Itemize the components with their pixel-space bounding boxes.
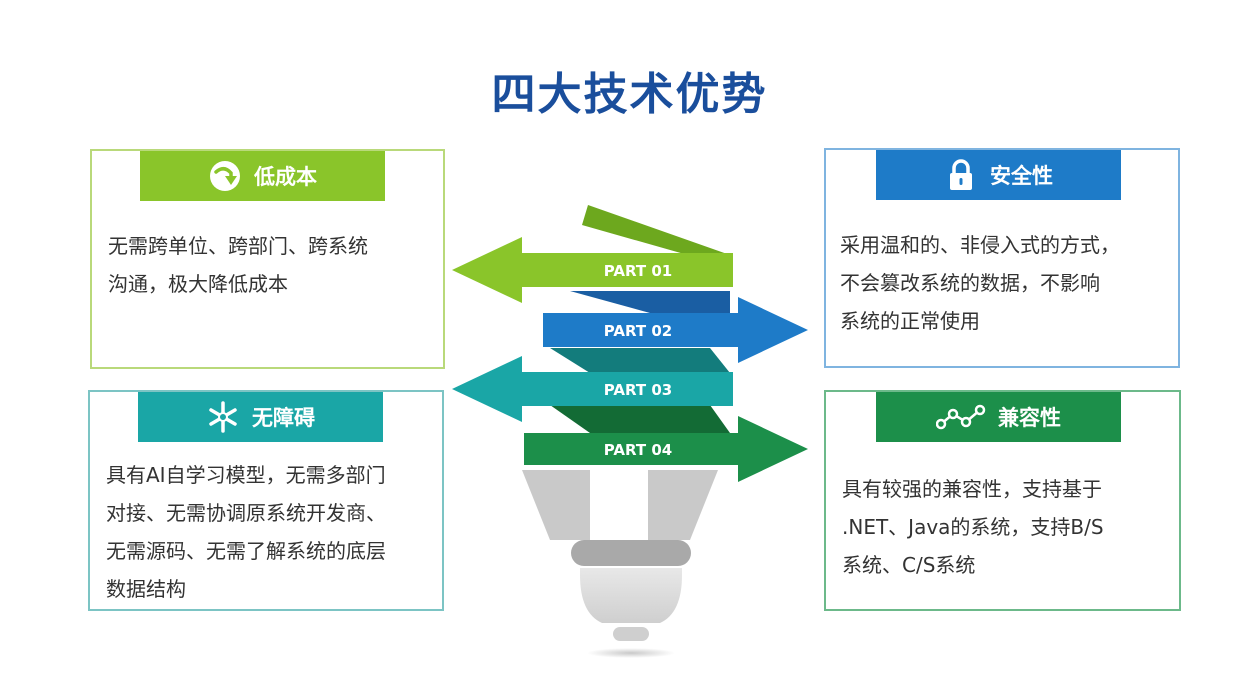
card-no-barrier-line: 数据结构 xyxy=(106,577,186,601)
card-security: 安全性 采用温和的、非侵入式的方式， 不会篡改系统的数据，不影响 系统的正常使用 xyxy=(824,148,1180,368)
card-compatibility-line: 系统、C/S系统 xyxy=(842,553,976,577)
card-low-cost: 低成本 无需跨单位、跨部门、跨系统 沟通，极大降低成本 xyxy=(90,149,445,369)
card-compatibility-text: 具有较强的兼容性，支持基于 .NET、Java的系统，支持B/S 系统、C/S系… xyxy=(842,470,1104,584)
part-03-label: PART 03 xyxy=(604,381,672,399)
part-01-arrow xyxy=(452,237,733,303)
card-low-cost-heading: 低成本 xyxy=(254,165,317,189)
card-low-cost-line: 沟通，极大降低成本 xyxy=(108,272,288,296)
bulb-tip xyxy=(613,627,649,641)
ribbon-3-4 xyxy=(550,405,730,433)
curved-arrow-icon xyxy=(208,159,242,193)
bulb-neck-right xyxy=(648,470,718,540)
card-low-cost-header: 低成本 xyxy=(140,151,385,201)
part-02-arrow xyxy=(543,297,808,363)
part-02-label: PART 02 xyxy=(604,322,672,340)
ribbon-2-3 xyxy=(550,348,730,373)
bulb-band xyxy=(571,540,691,566)
card-no-barrier-header: 无障碍 xyxy=(138,392,383,442)
card-security-heading: 安全性 xyxy=(990,164,1053,188)
card-no-barrier-line: 无需源码、无需了解系统的底层 xyxy=(106,539,386,563)
page-title: 四大技术优势 xyxy=(491,69,768,120)
part-04-arrow xyxy=(524,416,808,482)
card-compatibility-heading: 兼容性 xyxy=(998,406,1061,430)
part-03-arrow xyxy=(452,356,733,422)
asterisk-icon xyxy=(206,400,240,434)
ribbon-1-2 xyxy=(570,291,730,313)
card-no-barrier-text: 具有AI自学习模型，无需多部门 对接、无需协调原系统开发商、 无需源码、无需了解… xyxy=(106,456,386,608)
card-compatibility-header: 兼容性 xyxy=(876,392,1121,442)
lock-icon xyxy=(944,158,978,192)
card-security-header: 安全性 xyxy=(876,150,1121,200)
card-no-barrier-line: 具有AI自学习模型，无需多部门 xyxy=(106,463,386,487)
part-04-label: PART 04 xyxy=(604,441,672,459)
arrows-bulb-diagram: PART 01 PART 02 PART 03 PART 04 xyxy=(452,205,808,658)
bulb-shadow xyxy=(587,648,675,658)
card-security-text: 采用温和的、非侵入式的方式， 不会篡改系统的数据，不影响 系统的正常使用 xyxy=(840,226,1120,340)
card-compatibility: 兼容性 具有较强的兼容性，支持基于 .NET、Java的系统，支持B/S 系统、… xyxy=(824,390,1181,611)
card-compatibility-line: 具有较强的兼容性，支持基于 xyxy=(842,477,1102,501)
card-no-barrier: 无障碍 具有AI自学习模型，无需多部门 对接、无需协调原系统开发商、 无需源码、… xyxy=(88,390,444,611)
card-security-line: 不会篡改系统的数据，不影响 xyxy=(840,271,1100,295)
card-security-line: 采用温和的、非侵入式的方式， xyxy=(840,233,1120,257)
card-compatibility-line: .NET、Java的系统，支持B/S xyxy=(842,515,1104,539)
card-no-barrier-line: 对接、无需协调原系统开发商、 xyxy=(106,501,386,525)
card-security-line: 系统的正常使用 xyxy=(840,309,980,333)
card-no-barrier-heading: 无障碍 xyxy=(252,406,315,430)
connected-nodes-icon xyxy=(936,400,986,434)
bulb-base xyxy=(580,568,682,623)
card-low-cost-line: 无需跨单位、跨部门、跨系统 xyxy=(108,234,368,258)
card-low-cost-text: 无需跨单位、跨部门、跨系统 沟通，极大降低成本 xyxy=(108,227,368,303)
part-01-label: PART 01 xyxy=(604,262,672,280)
ribbon-top xyxy=(582,205,730,267)
bulb-neck-left xyxy=(522,470,590,540)
